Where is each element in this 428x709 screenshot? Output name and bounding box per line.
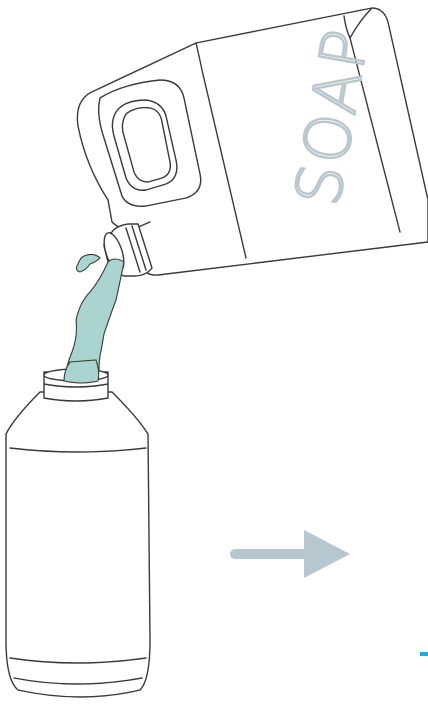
liquid-in-bottle-mouth: [64, 360, 99, 383]
bottle-body: [6, 392, 150, 697]
accent-mark: [420, 652, 428, 656]
refill-bottle: [6, 369, 150, 697]
arrow-shaft: [230, 549, 316, 559]
arrow-right-icon: [230, 530, 350, 578]
liquid-splash: [76, 254, 100, 272]
arrow-head: [304, 530, 350, 578]
